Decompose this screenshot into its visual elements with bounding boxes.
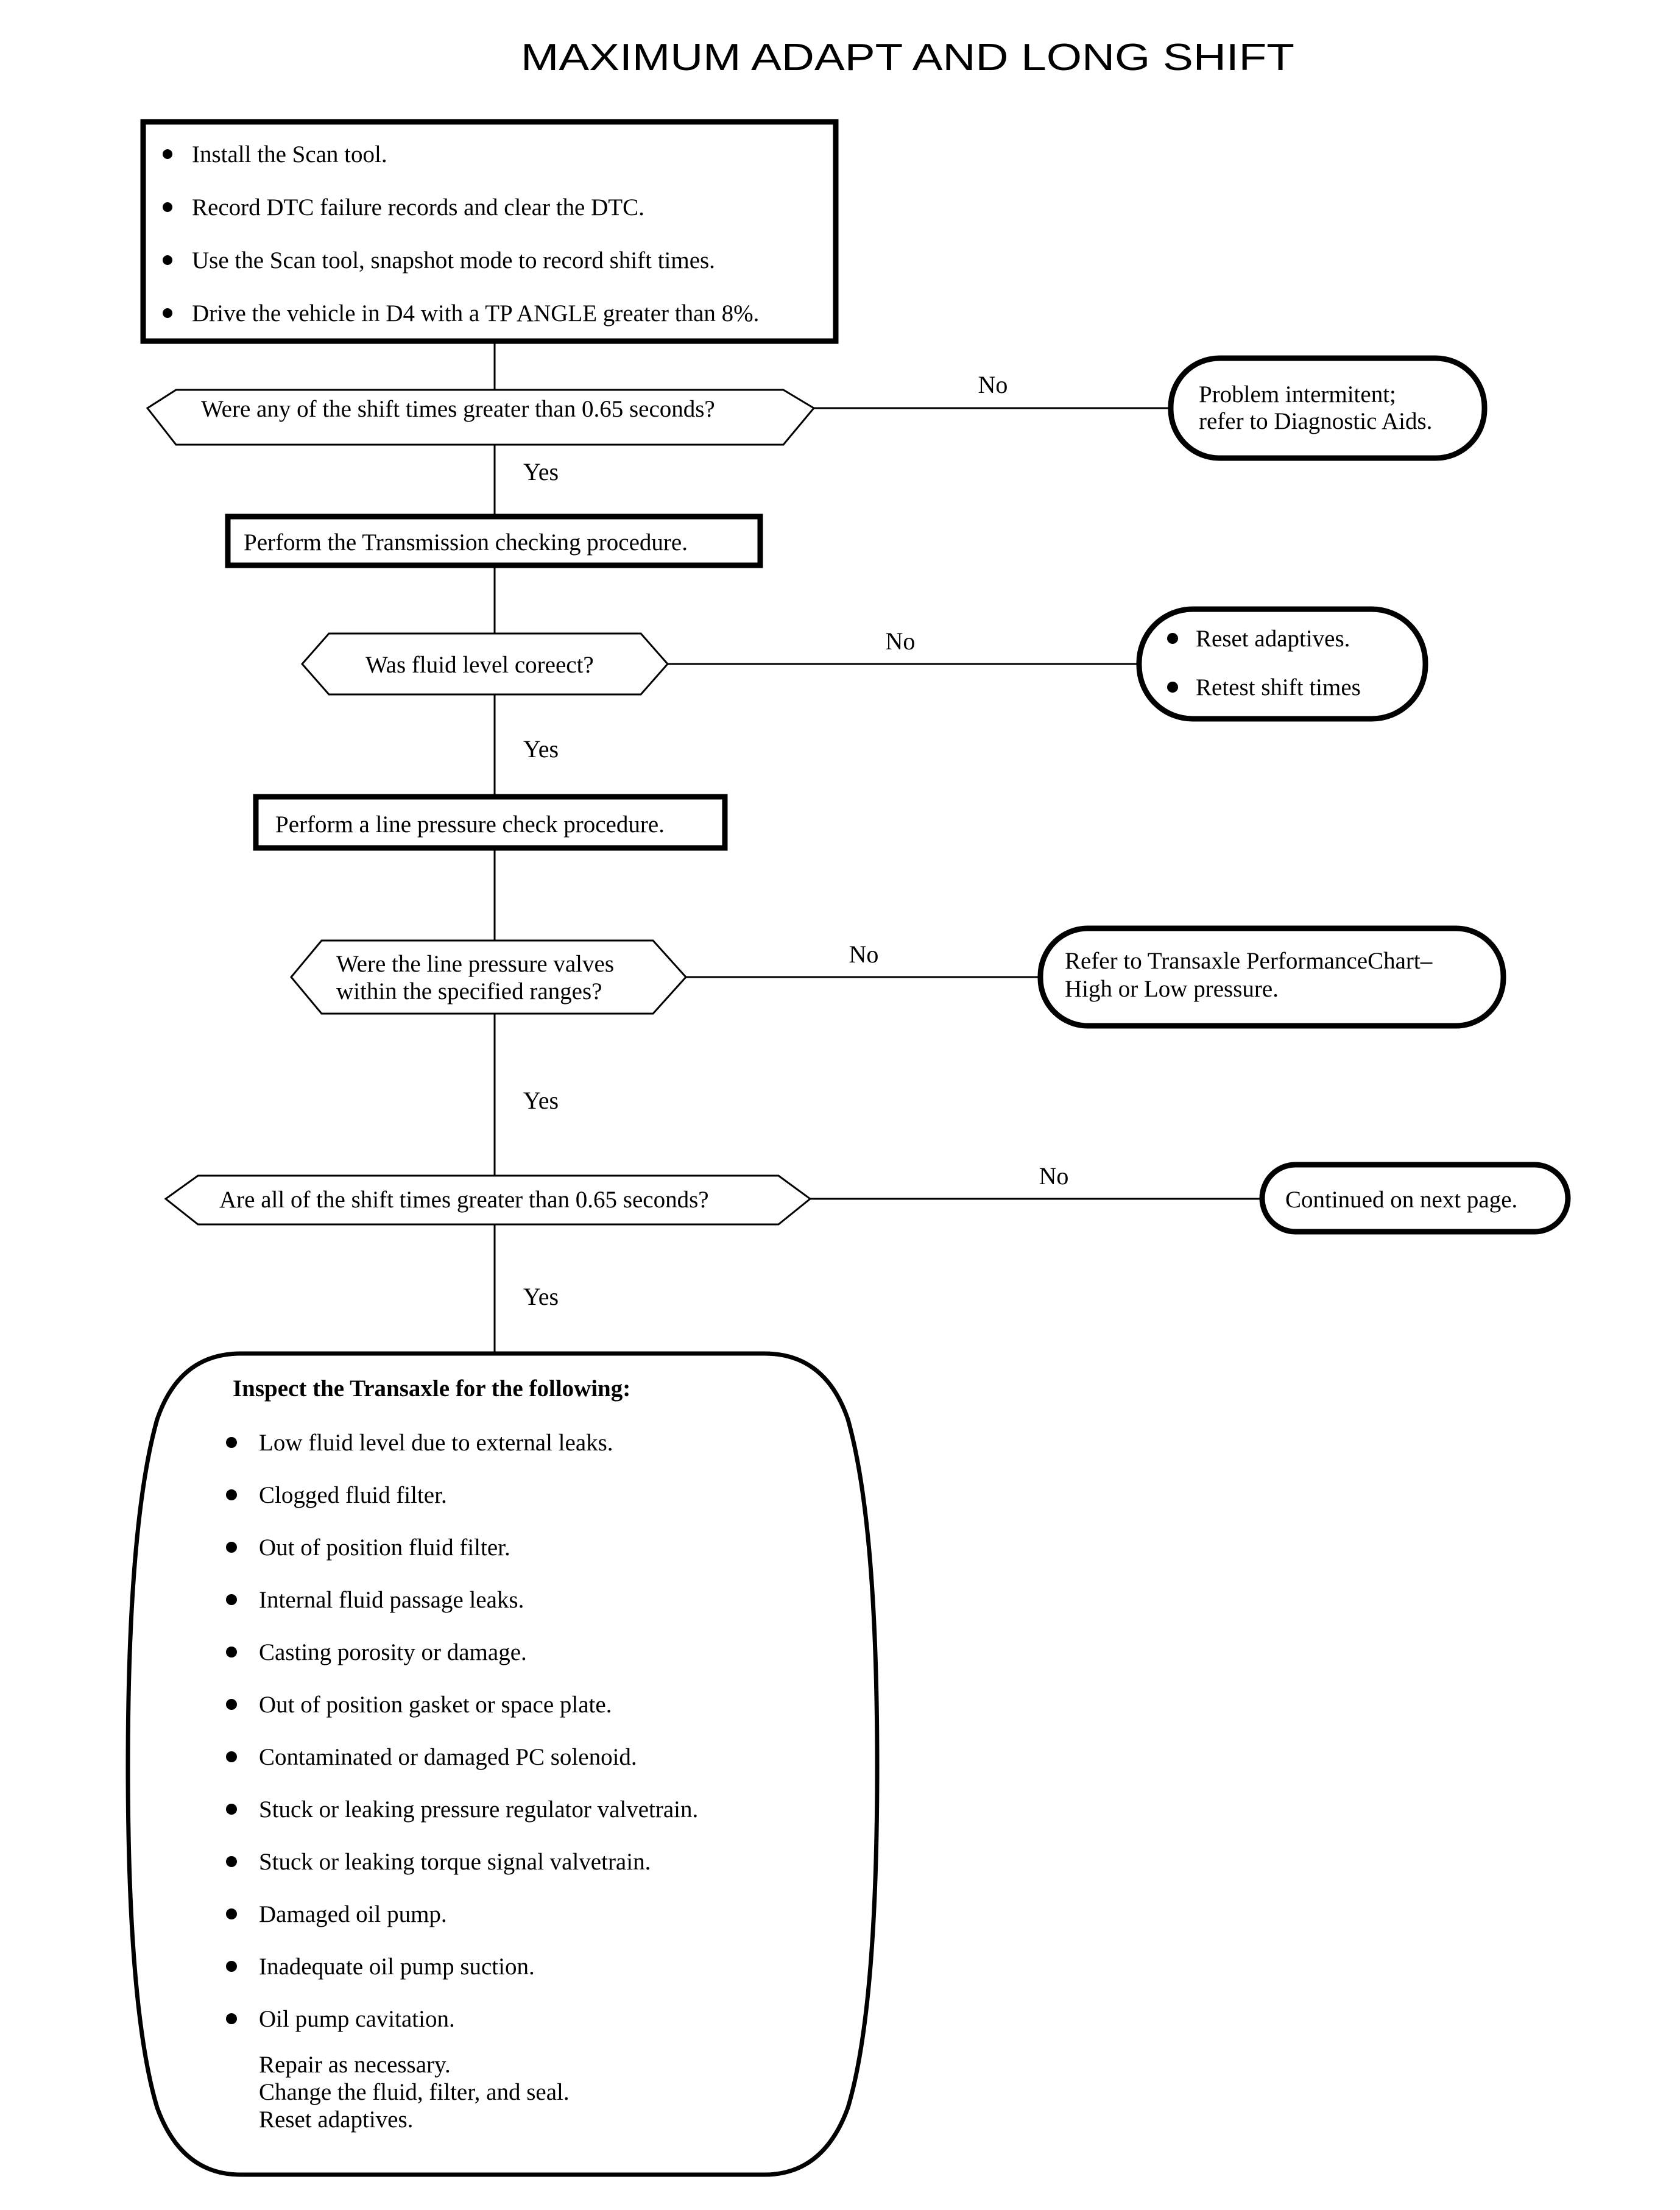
terminal-3-line-1: High or Low pressure.	[1065, 976, 1279, 1002]
process-1-outline	[225, 514, 763, 568]
bullet-icon	[226, 1594, 237, 1605]
process-2-outline	[253, 794, 728, 851]
barrel-bullet-6: Contaminated or damaged PC solenoid.	[259, 1744, 637, 1770]
inspect-transaxle-barrel: Inspect the Transaxle for the following:…	[125, 1351, 880, 2177]
decision-fluid-level: Was fluid level coreect?	[301, 632, 669, 696]
terminal-3-line-0: Refer to Transaxle PerformanceChart–	[1065, 948, 1433, 974]
start-bullet-1: Record DTC failure records and clear the…	[192, 194, 644, 221]
start-bullet-0: Install the Scan tool.	[192, 141, 387, 168]
terminal-3-outline	[1037, 925, 1506, 1029]
terminal-refer-performance-chart: Refer to Transaxle PerformanceChart– Hig…	[1037, 925, 1506, 1029]
edge-label-yes-4: Yes	[523, 1283, 559, 1310]
terminal-continued-next-page: Continued on next page.	[1259, 1162, 1571, 1235]
barrel-bullet-10: Inadequate oil pump suction.	[259, 1954, 535, 1980]
process-line-pressure-check: Perform a line pressure check procedure.	[253, 794, 728, 851]
barrel-heading: Inspect the Transaxle for the following:	[233, 1375, 630, 1402]
edge-label-yes-2: Yes	[523, 735, 559, 763]
process-1-text: Perform the Transmission checking proced…	[244, 529, 688, 556]
edge-label-no-1: No	[978, 371, 1008, 398]
page-title: MAXIMUM ADAPT AND LONG SHIFT	[521, 37, 1294, 79]
bullet-icon	[226, 1647, 237, 1658]
start-bullet-3: Drive the vehicle in D4 with a TP ANGLE …	[192, 300, 759, 327]
barrel-bullet-7: Stuck or leaking pressure regulator valv…	[259, 1796, 698, 1823]
process-transmission-check: Perform the Transmission checking proced…	[225, 514, 763, 568]
decision-line-pressure-valves: Were the line pressure valves within the…	[290, 939, 688, 1015]
bullet-icon	[226, 1804, 237, 1815]
decision-4-outline	[164, 1174, 812, 1226]
terminal-1-line-0: Problem intermitent;	[1199, 381, 1396, 408]
bullet-icon	[226, 1961, 237, 1972]
terminal-2-outline	[1136, 606, 1428, 722]
barrel-footer-0: Repair as necessary.	[259, 2052, 451, 2078]
start-instructions-box: Install the Scan tool. Record DTC failur…	[140, 119, 839, 344]
barrel-outline	[125, 1351, 880, 2177]
barrel-footer-1: Change the fluid, filter, and seal.	[259, 2079, 570, 2105]
decision-3-line-1: within the specified ranges?	[336, 978, 602, 1004]
bullet-icon	[226, 1699, 237, 1710]
barrel-bullet-0: Low fluid level due to external leaks.	[259, 1430, 613, 1456]
barrel-bullet-1: Clogged fluid filter.	[259, 1482, 447, 1508]
terminal-2-bullet-0: Reset adaptives.	[1196, 626, 1350, 652]
decision-shift-times-all: Are all of the shift times greater than …	[164, 1174, 812, 1226]
edge-label-yes-3: Yes	[523, 1087, 559, 1114]
start-box-outline	[140, 119, 839, 344]
decision-2-outline	[301, 632, 669, 696]
bullet-icon	[226, 2013, 237, 2024]
terminal-4-text: Continued on next page.	[1285, 1187, 1517, 1213]
terminal-2-bullet-1: Retest shift times	[1196, 674, 1361, 701]
edge-label-no-2: No	[886, 627, 916, 655]
bullet-icon	[163, 202, 172, 212]
bullet-icon	[226, 1542, 237, 1553]
barrel-bullet-11: Oil pump cavitation.	[259, 2006, 455, 2032]
bullet-icon	[226, 1489, 237, 1500]
start-bullet-2: Use the Scan tool, snapshot mode to reco…	[192, 247, 715, 274]
decision-1-outline	[146, 389, 816, 446]
process-2-text: Perform a line pressure check procedure.	[275, 811, 665, 838]
decision-1-text: Were any of the shift times greater than…	[201, 396, 715, 422]
barrel-footer-2: Reset adaptives.	[259, 2106, 413, 2133]
barrel-bullet-9: Damaged oil pump.	[259, 1901, 447, 1927]
decision-4-text: Are all of the shift times greater than …	[219, 1187, 709, 1213]
decision-2-text: Was fluid level coreect?	[365, 652, 594, 678]
decision-3-outline	[290, 939, 688, 1015]
barrel-bullet-2: Out of position fluid filter.	[259, 1534, 510, 1561]
barrel-bullet-3: Internal fluid passage leaks.	[259, 1587, 524, 1613]
edge-label-no-4: No	[1039, 1162, 1069, 1190]
decision-shift-times-any: Were any of the shift times greater than…	[146, 389, 816, 446]
terminal-problem-intermittent: Problem intermitent; refer to Diagnostic…	[1168, 355, 1488, 461]
edge-label-yes-1: Yes	[523, 458, 559, 485]
bullet-icon	[163, 255, 172, 265]
decision-3-line-0: Were the line pressure valves	[336, 951, 614, 977]
edge-label-no-3: No	[849, 941, 879, 968]
terminal-reset-adaptives: Reset adaptives. Retest shift times	[1136, 606, 1428, 722]
bullet-icon	[1167, 633, 1178, 644]
terminal-4-outline	[1259, 1162, 1571, 1235]
bullet-icon	[226, 1751, 237, 1762]
bullet-icon	[163, 308, 172, 318]
barrel-bullet-8: Stuck or leaking torque signal valvetrai…	[259, 1849, 651, 1875]
terminal-1-outline	[1168, 355, 1488, 461]
bullet-icon	[226, 1856, 237, 1867]
terminal-1-line-1: refer to Diagnostic Aids.	[1199, 408, 1432, 434]
bullet-icon	[163, 149, 172, 159]
connector-lines	[493, 341, 1262, 1354]
barrel-bullet-4: Casting porosity or damage.	[259, 1639, 527, 1665]
bullet-icon	[1167, 682, 1178, 693]
bullet-icon	[226, 1908, 237, 1919]
bullet-icon	[226, 1437, 237, 1448]
barrel-bullet-5: Out of position gasket or space plate.	[259, 1692, 612, 1718]
